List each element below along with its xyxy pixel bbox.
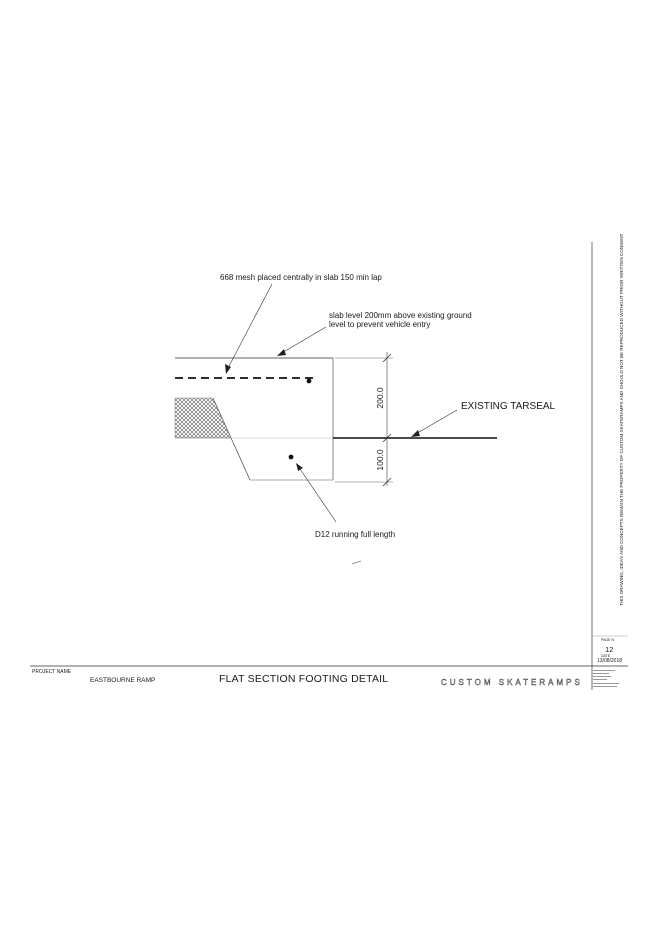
project-name: EASTBOURNE RAMP bbox=[90, 677, 155, 684]
dimension-upper: 200.0 bbox=[375, 387, 385, 409]
footing-section-detail: 200.0 100.0 668 mesh placed centrally in… bbox=[174, 273, 556, 565]
rebar-dot-upper bbox=[306, 378, 312, 384]
page-number: 12 bbox=[605, 645, 613, 654]
drawing-title: FLAT SECTION FOOTING DETAIL bbox=[219, 673, 388, 685]
drawing-date: 13/08/2018 bbox=[597, 658, 622, 664]
copyright-side-note: THIS DRAWING, IDEAS AND CONCEPTS REMAIN … bbox=[619, 233, 624, 606]
annotation-slab-level-1: slab level 200mm above existing ground bbox=[329, 311, 472, 320]
annotation-bar: D12 running full length bbox=[315, 530, 395, 539]
annotation-mesh: 668 mesh placed centrally in slab 150 mi… bbox=[220, 273, 382, 282]
annotation-slab-level-2: level to prevent vehicle entry bbox=[329, 320, 430, 329]
dim-tick-bottom bbox=[382, 477, 392, 487]
dim-tick-top bbox=[382, 353, 392, 363]
contact-details bbox=[593, 670, 619, 687]
stray-line bbox=[351, 560, 362, 565]
dim-tick-mid bbox=[382, 433, 392, 443]
brand-logo: CUSTOM SKATERAMPS bbox=[441, 678, 583, 687]
dimension-lower: 100.0 bbox=[375, 449, 385, 471]
annotation-tarseal: EXISTING TARSEAL bbox=[461, 401, 556, 412]
title-block: THIS DRAWING, IDEAS AND CONCEPTS REMAIN … bbox=[30, 233, 628, 690]
leader-bar bbox=[296, 463, 337, 523]
project-label: PROJECT NAME bbox=[32, 669, 72, 675]
page-label: PAGE N bbox=[601, 638, 614, 642]
leader-tarseal bbox=[411, 409, 458, 437]
compacted-fill-hatch bbox=[174, 397, 232, 439]
rebar-dot-lower bbox=[288, 454, 294, 460]
date-label: DATE bbox=[601, 654, 611, 658]
leader-mesh bbox=[225, 283, 273, 374]
leader-slab-level bbox=[277, 326, 327, 356]
